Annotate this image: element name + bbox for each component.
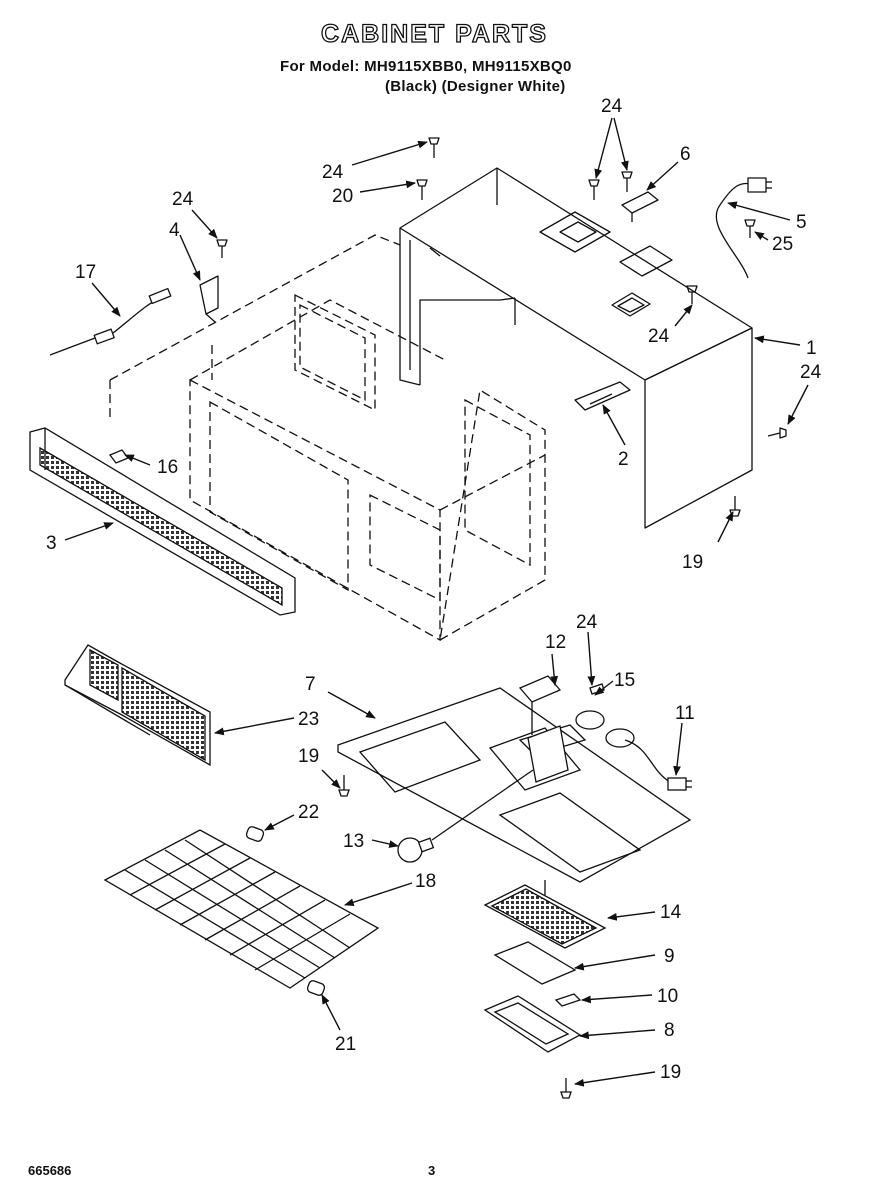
callout-6: 6	[680, 144, 691, 165]
callout-16: 16	[157, 457, 178, 478]
callout-labels: 24 20 24 6 24 4 17 5 25 24 1 24 16 2 3 1…	[46, 96, 822, 1083]
vent-grille-panel	[29, 427, 296, 616]
page-title: CABINET PARTS	[320, 19, 548, 48]
callout-4: 4	[169, 220, 180, 241]
page-number: 3	[428, 1163, 436, 1178]
light-bulb	[397, 769, 534, 863]
callout-24: 24	[322, 162, 344, 183]
grease-filter-panel	[64, 644, 211, 767]
document-number: 665686	[28, 1163, 72, 1178]
wrapper-bracket	[574, 381, 631, 411]
callout-7: 7	[305, 674, 316, 695]
callout-25: 25	[772, 234, 793, 255]
callout-11: 11	[675, 703, 695, 724]
callout-12: 12	[545, 632, 566, 653]
callout-2: 2	[618, 449, 629, 470]
callout-leaders	[64, 117, 809, 1087]
callout-24: 24	[800, 362, 822, 383]
callout-3: 3	[46, 533, 57, 554]
thermal-fuse	[49, 287, 172, 356]
spacers	[245, 826, 326, 996]
callout-19: 19	[660, 1062, 681, 1083]
wire-harness	[715, 177, 772, 279]
callout-22: 22	[298, 802, 319, 823]
callout-20: 20	[332, 186, 353, 207]
callout-13: 13	[343, 831, 364, 852]
callout-17: 17	[75, 262, 96, 283]
callout-10: 10	[657, 986, 678, 1007]
bottom-plate	[337, 687, 692, 883]
lower-screws	[338, 775, 572, 1099]
callout-24: 24	[172, 189, 194, 210]
callout-23: 23	[298, 709, 319, 730]
callout-19: 19	[298, 746, 319, 767]
side-clip	[199, 275, 219, 323]
top-clip	[621, 191, 659, 222]
callout-21: 21	[335, 1034, 356, 1055]
callout-15: 15	[614, 670, 635, 691]
model-line: For Model: MH9115XBB0, MH9115XBQ0	[280, 58, 572, 75]
cooling-rack	[103, 829, 380, 989]
callout-24: 24	[576, 612, 598, 633]
switch-assembly	[518, 675, 692, 791]
callout-14: 14	[660, 902, 682, 923]
callout-24: 24	[648, 326, 670, 347]
callout-18: 18	[415, 871, 436, 892]
inner-cavity-outline	[109, 234, 546, 642]
callout-5: 5	[796, 212, 807, 233]
callout-8: 8	[664, 1020, 675, 1041]
top-screws	[216, 137, 787, 517]
callout-1: 1	[806, 338, 817, 359]
light-cover-stack	[483, 880, 607, 1053]
color-line: (Black) (Designer White)	[385, 78, 566, 95]
outer-cabinet-wrapper	[399, 167, 753, 529]
callout-24: 24	[601, 96, 623, 117]
callout-19: 19	[682, 552, 703, 573]
callout-9: 9	[664, 946, 675, 967]
